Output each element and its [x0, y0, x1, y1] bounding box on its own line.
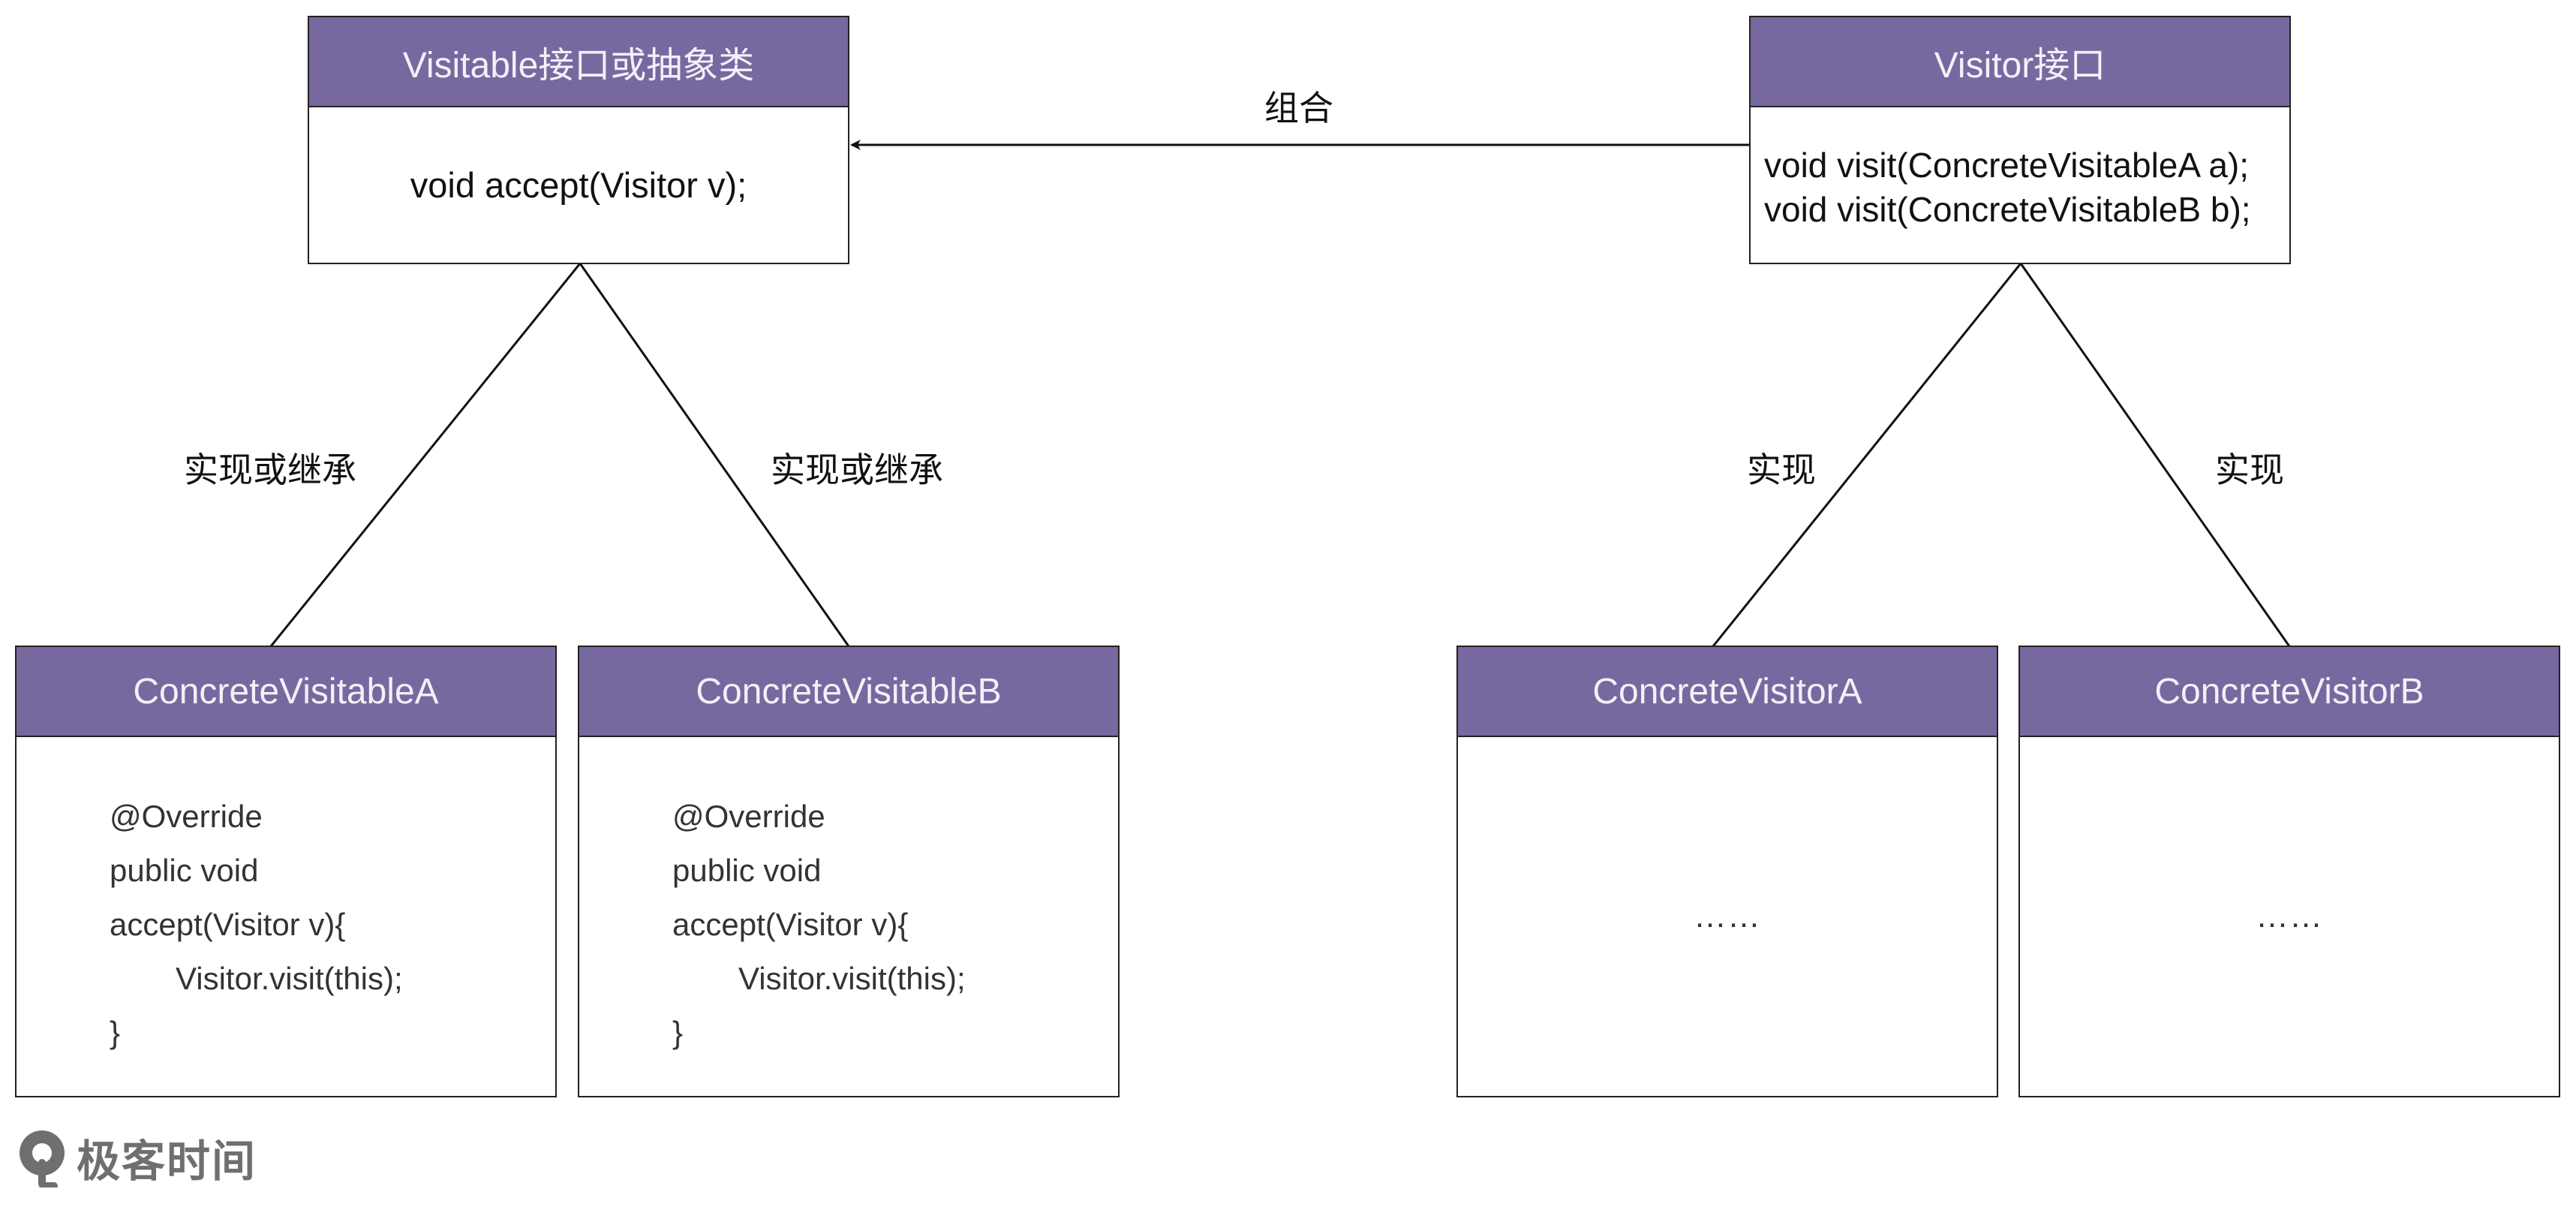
concrete-visitable-a-node: ConcreteVisitableA @Override public void…: [15, 646, 557, 1097]
concrete-visitor-b-node: ConcreteVisitorB ……: [2018, 646, 2560, 1097]
edge-visitor-to-a: [1712, 263, 2022, 647]
concrete-visitable-b-code: @Override public void accept(Visitor v){…: [672, 790, 966, 1060]
concrete-visitable-b-node: ConcreteVisitableB @Override public void…: [578, 646, 1120, 1097]
code-line: @Override: [110, 799, 263, 834]
code-line: accept(Visitor v){: [672, 907, 909, 942]
composition-label: 组合: [1264, 89, 1333, 128]
concrete-visitable-b-title: ConcreteVisitableB: [579, 647, 1118, 737]
visitable-node: Visitable接口或抽象类 void accept(Visitor v);: [308, 16, 849, 264]
code-line: @Override: [672, 799, 825, 834]
geektime-logo: 极客时间: [15, 1126, 257, 1189]
edge-visitable-to-b: [579, 263, 850, 647]
visitable-title: Visitable接口或抽象类: [309, 17, 848, 107]
code-line: accept(Visitor v){: [110, 907, 346, 942]
visitor-node: Visitor接口 void visit(ConcreteVisitableA …: [1749, 16, 2291, 264]
visitor-a-edge-label: 实现: [1747, 450, 1816, 489]
visitor-visit-method: void visit(ConcreteVisitableB b);: [1764, 190, 2251, 229]
concrete-visitor-a-node: ConcreteVisitorA ……: [1456, 646, 1998, 1097]
concrete-visitable-a-code: @Override public void accept(Visitor v){…: [110, 790, 403, 1060]
geektime-logo-text: 极客时间: [77, 1137, 257, 1186]
concrete-visitor-a-title: ConcreteVisitorA: [1458, 647, 1997, 737]
concrete-visitable-a-title: ConcreteVisitableA: [17, 647, 555, 737]
code-line: public void: [672, 853, 822, 888]
code-line: }: [672, 1015, 684, 1050]
geektime-logo-icon: [20, 1130, 65, 1187]
visitable-accept-method: void accept(Visitor v);: [410, 165, 747, 205]
edge-visitable-to-a: [269, 263, 582, 647]
edge-visitor-to-b: [2019, 263, 2291, 647]
code-line: public void: [110, 853, 259, 888]
concrete-visitor-b-title: ConcreteVisitorB: [2020, 647, 2559, 737]
visitable-a-edge-label: 实现或继承: [184, 450, 356, 489]
visitor-visit-method: void visit(ConcreteVisitableA a);: [1764, 146, 2249, 185]
visitable-b-edge-label: 实现或继承: [771, 450, 943, 489]
concrete-visitor-b-body: ……: [2256, 898, 2323, 935]
concrete-visitor-a-body: ……: [1694, 898, 1761, 935]
visitor-b-edge-label: 实现: [2215, 450, 2284, 489]
visitor-title: Visitor接口: [1751, 17, 2289, 107]
code-line: Visitor.visit(this);: [176, 961, 403, 996]
code-line: }: [110, 1015, 121, 1050]
code-line: Visitor.visit(this);: [738, 961, 966, 996]
